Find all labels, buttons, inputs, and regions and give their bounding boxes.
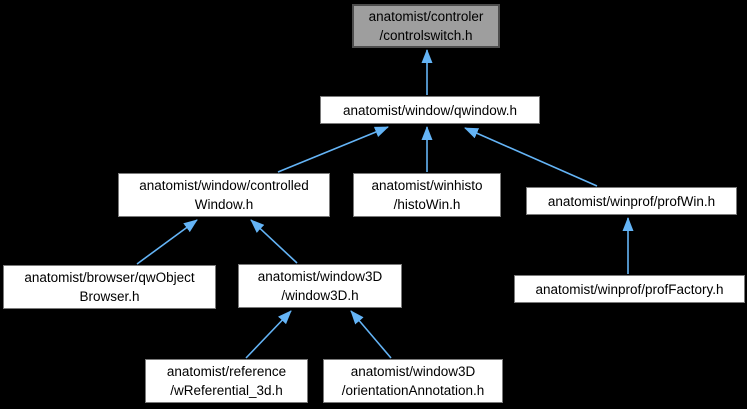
- edge-wreferential-to-window3d: [245, 310, 292, 359]
- node-profwin-h[interactable]: anatomist/winprof/profWin.h: [526, 187, 737, 215]
- edge-controlledwindow-to-qwindow: [277, 126, 389, 173]
- node-wreferential-3d-h[interactable]: anatomist/reference /wReferential_3d.h: [145, 359, 308, 403]
- node-controlledwindow-h[interactable]: anatomist/window/controlled Window.h: [118, 173, 330, 217]
- node-window3d-h[interactable]: anatomist/window3D /window3D.h: [238, 264, 402, 308]
- node-qwindow-h[interactable]: anatomist/window/qwindow.h: [320, 96, 540, 124]
- edge-window3d-to-controlledwindow: [250, 219, 298, 264]
- node-orientationannotation-h[interactable]: anatomist/window3D /orientationAnnotatio…: [323, 359, 503, 403]
- edge-orientationannotation-to-window3d: [350, 310, 392, 359]
- edge-profwin-to-qwindow: [464, 127, 598, 187]
- node-histowin-h[interactable]: anatomist/winhisto /histoWin.h: [353, 173, 501, 217]
- node-qwobjectbrowser-h[interactable]: anatomist/browser/qwObject Browser.h: [3, 265, 216, 309]
- node-proffactory-h[interactable]: anatomist/winprof/profFactory.h: [514, 275, 745, 303]
- node-controlswitch-h: anatomist/controler /controlswitch.h: [352, 4, 500, 48]
- edge-qwobjectbrowser-to-controlledwindow: [136, 219, 198, 265]
